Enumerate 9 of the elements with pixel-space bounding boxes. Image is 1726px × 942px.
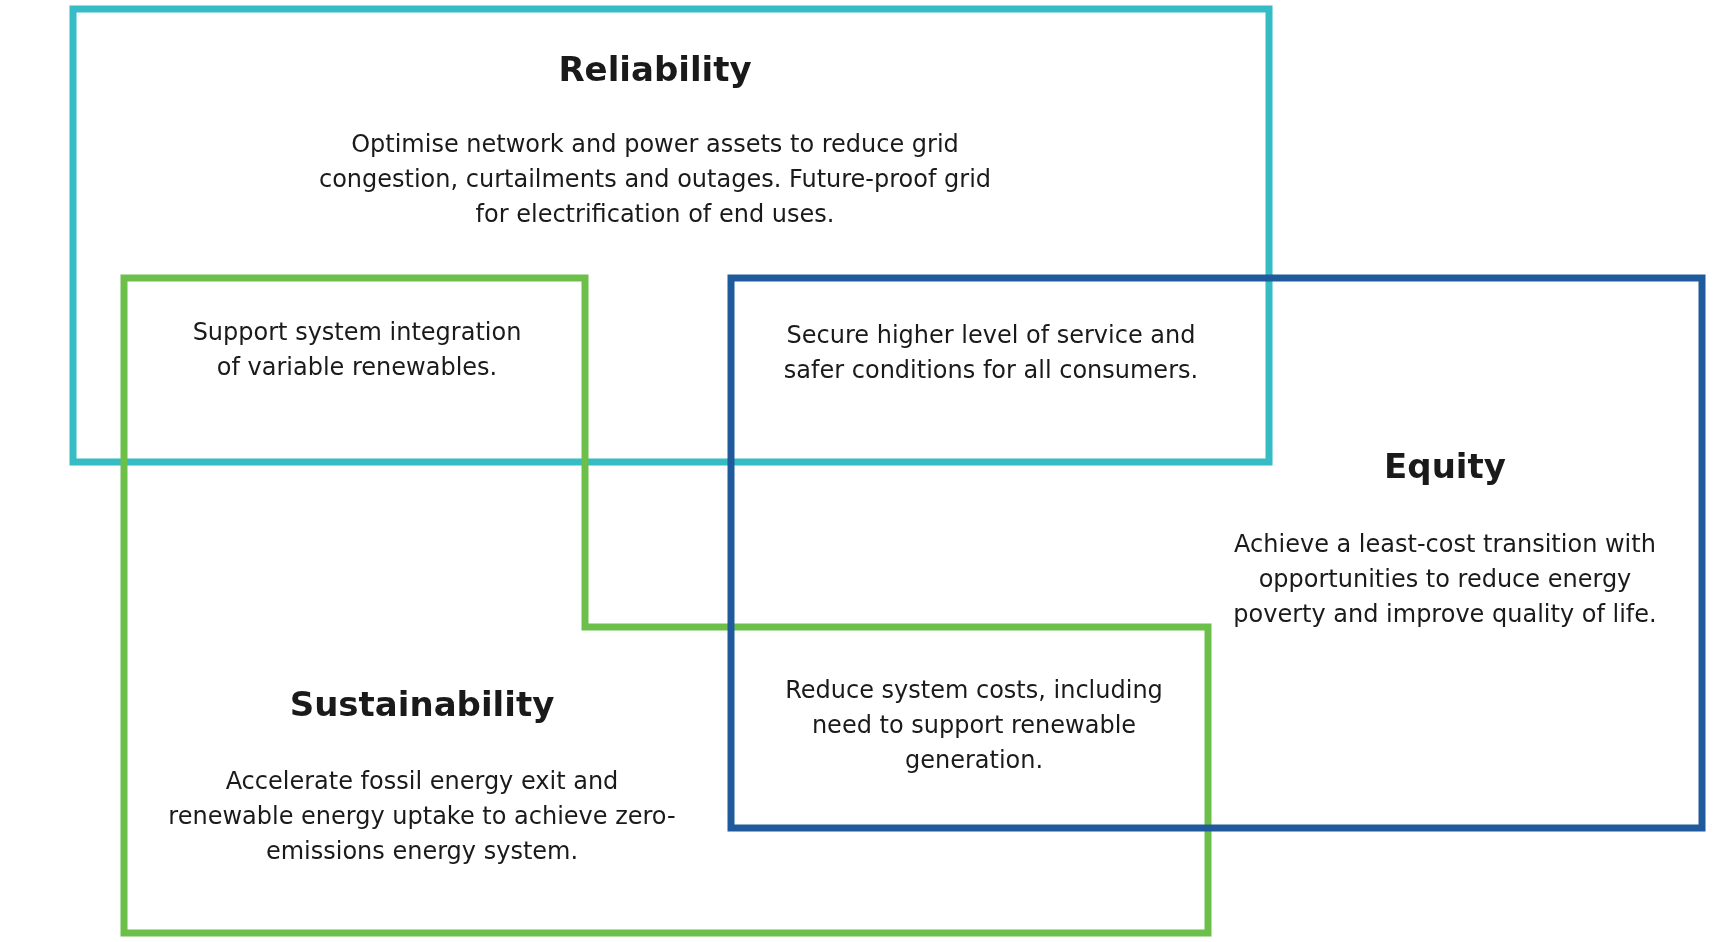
overlap-text: Support system integration of variable renewables. [192, 317, 522, 383]
description: Optimise network and power assets to reduce grid congestion, curtailments and outages. Future-proof grid for electrification of end uses. [317, 129, 993, 230]
description: Achieve a least-cost transition with opportunities to reduce energy poverty and improve quality of life. [1232, 529, 1658, 630]
heading: Sustainability [289, 684, 555, 724]
description: Accelerate fossil energy exit and renewable energy uptake to achieve zero-emissions energy system. [167, 766, 677, 867]
overlap-text: Reduce system costs, including need to support renewable generation. [784, 675, 1164, 776]
overlap-text: Secure higher level of service and safer conditions for all consumers. [782, 320, 1200, 386]
heading: Reliability [558, 49, 752, 89]
heading: Equity [1384, 446, 1506, 486]
